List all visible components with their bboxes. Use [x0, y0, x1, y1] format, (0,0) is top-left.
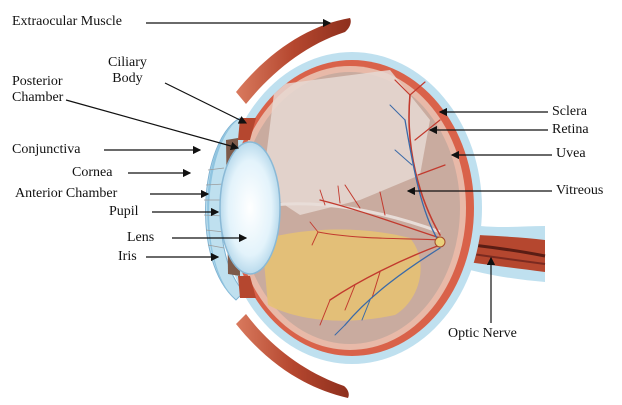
label-iris: Iris — [118, 249, 137, 265]
label-extraocular-muscle: Extraocular Muscle — [12, 14, 122, 30]
label-uvea: Uvea — [556, 146, 586, 162]
label-cornea: Cornea — [72, 165, 112, 181]
label-retina: Retina — [552, 122, 589, 138]
label-conjunctiva: Conjunctiva — [12, 142, 80, 158]
label-sclera: Sclera — [552, 104, 587, 120]
label-pupil: Pupil — [109, 204, 139, 220]
label-ciliary-body: Ciliary Body — [108, 55, 147, 87]
leader-ciliary-body — [165, 83, 246, 123]
label-optic-nerve: Optic Nerve — [448, 326, 517, 342]
label-posterior-chamber: Posterior Chamber — [12, 74, 63, 106]
label-lens: Lens — [127, 230, 154, 246]
leader-posterior-chamber — [66, 100, 238, 148]
label-vitreous: Vitreous — [556, 183, 603, 199]
label-anterior-chamber: Anterior Chamber — [15, 186, 117, 202]
